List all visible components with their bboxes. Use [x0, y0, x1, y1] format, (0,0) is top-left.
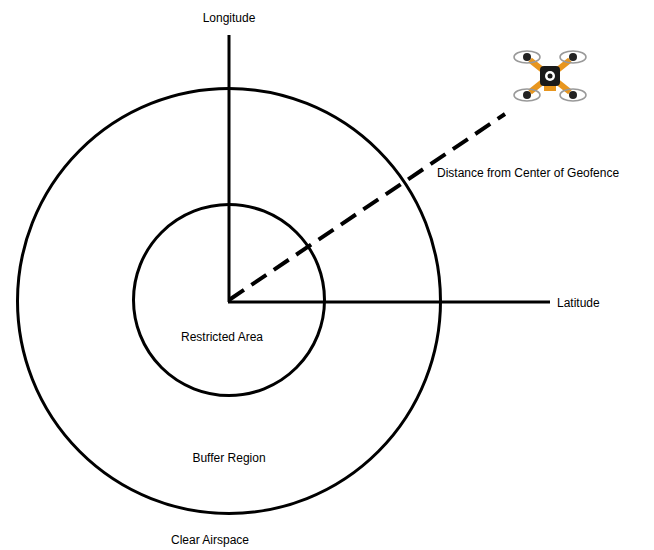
drone-icon	[514, 51, 586, 101]
region-name: Buffer Region	[192, 451, 265, 465]
axis-label: Longitude	[203, 11, 256, 25]
circle-outline	[132, 203, 326, 397]
axis-label: Latitude	[557, 296, 600, 310]
region-label: Clear Airspace	[171, 533, 249, 547]
restricted-circle: Restricted Area	[132, 203, 326, 397]
distance-label: Distance from Center of Geofence	[437, 166, 619, 180]
longitude-axis	[228, 35, 231, 302]
region-name: Restricted Area	[181, 330, 263, 344]
latitude-axis	[228, 301, 550, 304]
buffer-circle: Buffer Region Restricted Area	[16, 87, 442, 515]
